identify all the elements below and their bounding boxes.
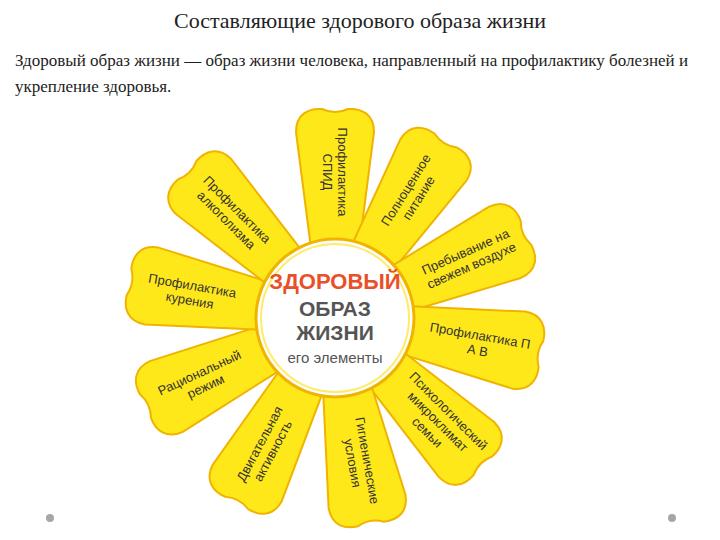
slide-bullet [46,514,54,522]
center-heading: ЗДОРОВЫЙ [269,269,400,295]
center-title: ОБРАЗ ЖИЗНИ [280,297,390,345]
slide-title: Составляющие здорового образа жизни [0,8,720,34]
center-circle: ЗДОРОВЫЙОБРАЗ ЖИЗНИ его элементы [253,236,417,400]
circle-inner-ring [261,244,409,392]
center-subtitle: его элементы [287,349,382,367]
definition-text: Здоровый образ жизни — образ жизни челов… [15,48,705,100]
petal-label: Профилактика СПИД [320,116,350,228]
circle-outline [256,239,414,397]
slide-bullet [668,514,676,522]
petal-outline [308,378,409,531]
